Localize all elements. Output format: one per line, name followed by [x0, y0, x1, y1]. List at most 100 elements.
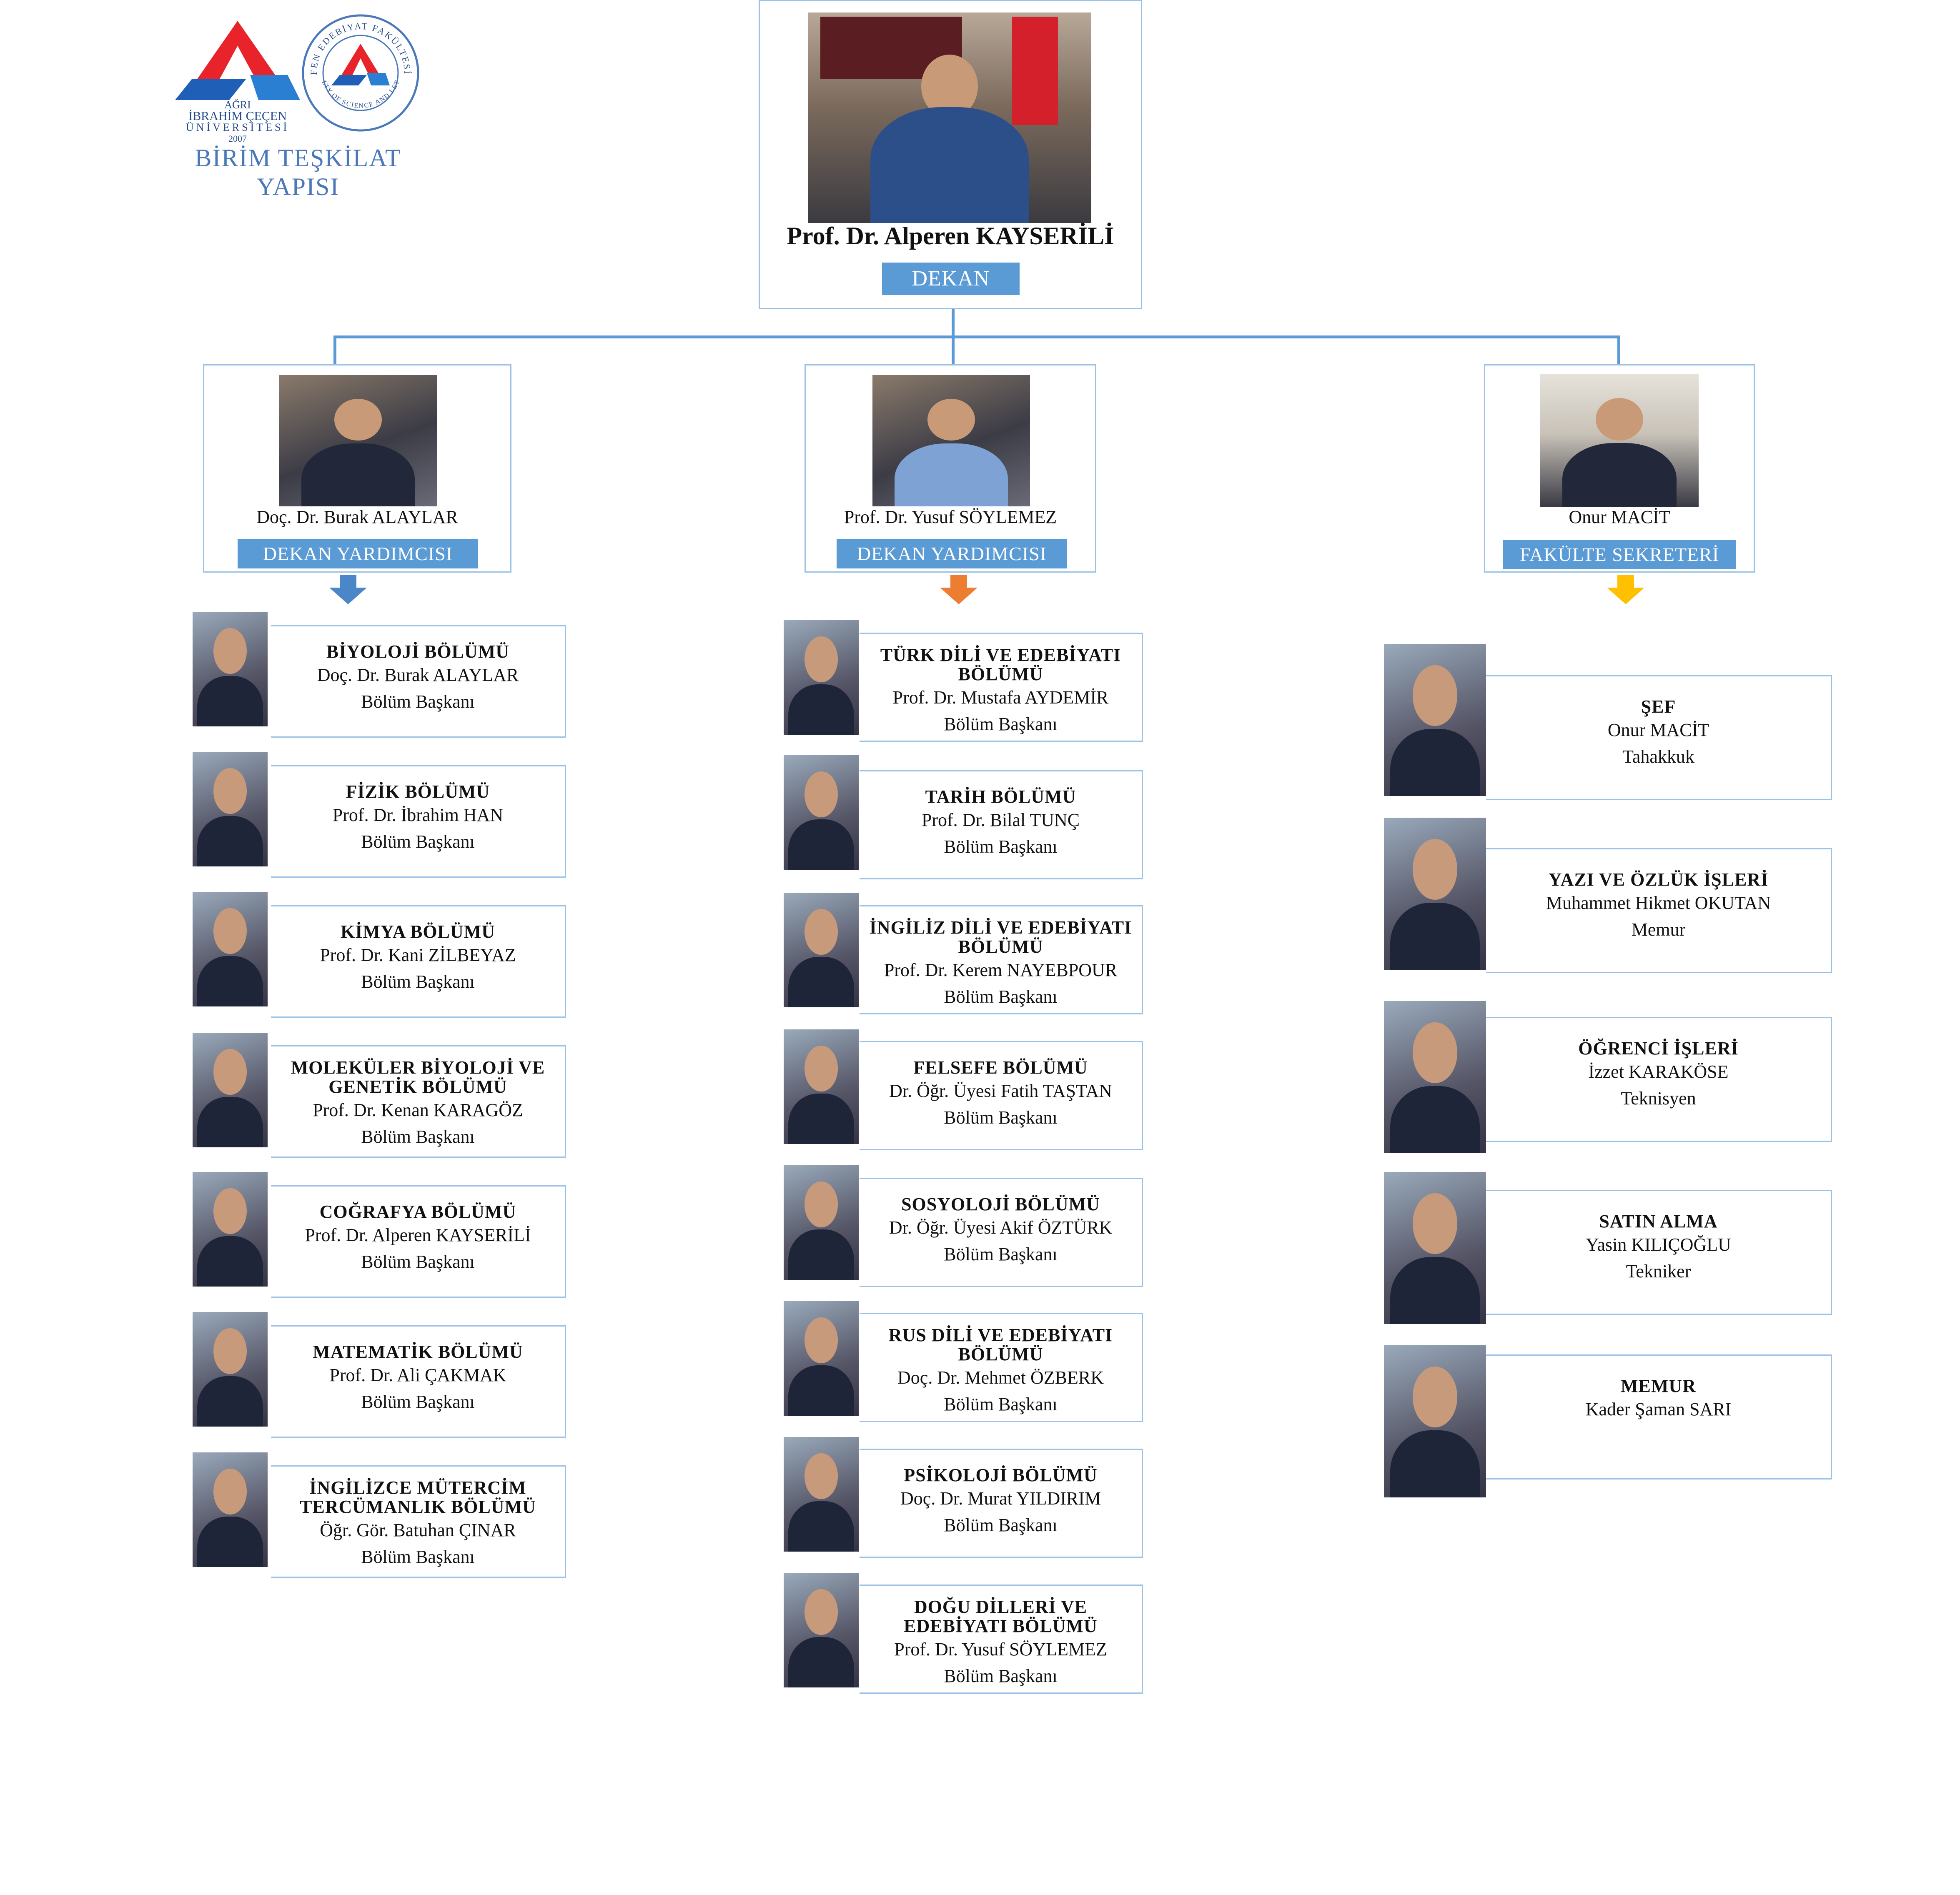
arrow-down-icon [329, 575, 367, 604]
person-photo [1384, 1001, 1486, 1153]
card-title: BÖLÜMÜ [958, 936, 1043, 957]
arrow-down-icon [1607, 575, 1644, 604]
card-person-name: Prof. Dr. Kani ZİLBEYAZ [320, 945, 516, 965]
university-name-line3: ÜNİVERSİTESİ [185, 121, 290, 133]
person-photo [193, 1312, 268, 1427]
card-title: TARİH BÖLÜMÜ [925, 786, 1076, 807]
leader-name-1: Doç. Dr. Burak ALAYLAR [256, 507, 458, 527]
card-title: BÖLÜMÜ [958, 664, 1043, 684]
university-logo-mark [175, 21, 300, 100]
card-person-name: Kader Şaman SARI [1585, 1399, 1732, 1419]
card-person-name: Dr. Öğr. Üyesi Fatih TAŞTAN [889, 1081, 1112, 1101]
card-person-role: Bölüm Başkanı [944, 1515, 1058, 1535]
card-person-role: Bölüm Başkanı [361, 691, 475, 712]
card-title: ŞEF [1641, 696, 1676, 717]
card-title: MATEMATİK BÖLÜMÜ [313, 1342, 523, 1362]
leader-photo-3 [1540, 374, 1699, 507]
dean-name: Prof. Dr. Alperen KAYSERİLİ [787, 222, 1114, 250]
card-title: YAZI VE ÖZLÜK İŞLERİ [1548, 869, 1769, 890]
person-photo [1384, 1345, 1486, 1497]
card-person-name: Prof. Dr. Yusuf SÖYLEMEZ [894, 1639, 1107, 1660]
leader-role-3: FAKÜLTE SEKRETERİ [1503, 540, 1736, 569]
letters-card: FELSEFE BÖLÜMÜ Dr. Öğr. Üyesi Fatih TAŞTA… [860, 1041, 1143, 1150]
card-title: TERCÜMANLIK BÖLÜMÜ [300, 1497, 536, 1517]
card-title: İNGİLİZ DİLİ VE EDEBİYATI [869, 917, 1132, 938]
card-title: FELSEFE BÖLÜMÜ [913, 1057, 1088, 1078]
card-title: MEMUR [1621, 1376, 1696, 1396]
university-name-line2: İBRAHİM ÇEÇEN [188, 109, 287, 123]
card-person-role: Bölüm Başkanı [361, 971, 475, 992]
leader-photo-1 [279, 375, 437, 506]
admin-card: ŞEF Onur MACİT Tahakkuk [1486, 675, 1832, 800]
university-logo: AĞRI İBRAHİM ÇEÇEN ÜNİVERSİTESİ 2007 [175, 17, 300, 144]
card-person-role: Teknisyen [1621, 1088, 1696, 1109]
card-person-role: Bölüm Başkanı [361, 831, 475, 852]
card-title: ÖĞRENCİ İŞLERİ [1578, 1038, 1739, 1059]
university-name-line1: AĞRI [224, 99, 251, 111]
card-person-name: Prof. Dr. Ali ÇAKMAK [329, 1365, 506, 1385]
admin-card: MEMUR Kader Şaman SARI [1486, 1354, 1832, 1479]
card-person-role: Bölüm Başkanı [944, 1107, 1058, 1128]
card-person-name: Onur MACİT [1607, 720, 1709, 740]
card-title: SATIN ALMA [1599, 1211, 1718, 1232]
card-person-name: Öğr. Gör. Batuhan ÇINAR [320, 1520, 516, 1540]
card-person-name: Dr. Öğr. Üyesi Akif ÖZTÜRK [889, 1217, 1113, 1238]
admin-card: YAZI VE ÖZLÜK İŞLERİ Muhammet Hikmet OKUT… [1486, 848, 1832, 973]
card-title: İNGİLİZCE MÜTERCİM [309, 1477, 526, 1498]
card-title: KİMYA BÖLÜMÜ [341, 921, 495, 942]
science-card: MATEMATİK BÖLÜMÜ Prof. Dr. Ali ÇAKMAK Bölü… [271, 1325, 566, 1438]
dean-photo [808, 13, 1091, 223]
card-person-name: Prof. Dr. Mustafa AYDEMİR [892, 687, 1109, 708]
person-photo [784, 1165, 859, 1280]
dean-role-label: DEKAN [882, 263, 1020, 295]
card-title: COĞRAFYA BÖLÜMÜ [319, 1202, 516, 1222]
card-person-name: Yasin KILIÇOĞLU [1586, 1234, 1731, 1255]
person-photo [784, 620, 859, 735]
connector-left-drop [333, 335, 336, 365]
leader-name-3: Onur MACİT [1569, 507, 1670, 527]
person-photo [193, 1033, 268, 1147]
letters-card: SOSYOLOJİ BÖLÜMÜ Dr. Öğr. Üyesi Akif ÖZTÜ… [860, 1178, 1143, 1287]
card-title: SOSYOLOJİ BÖLÜMÜ [901, 1194, 1100, 1214]
faculty-seal: FEN EDEBİYAT FAKÜLTESİ FACULTY OF SCIENC… [300, 13, 421, 133]
card-title: EDEBİYATI BÖLÜMÜ [904, 1616, 1098, 1636]
card-person-name: Prof. Dr. Kenan KARAGÖZ [313, 1100, 523, 1120]
university-founding-year: 2007 [228, 133, 247, 144]
card-person-name: Prof. Dr. Kerem NAYEBPOUR [884, 960, 1118, 980]
connector-dean-down [952, 308, 955, 337]
card-title: MOLEKÜLER BİYOLOJİ VE [291, 1057, 545, 1078]
card-person-name: Muhammet Hikmet OKUTAN [1546, 893, 1771, 913]
card-title: RUS DİLİ VE EDEBİYATI [888, 1325, 1113, 1345]
card-title: BÖLÜMÜ [958, 1344, 1043, 1364]
arrow-down-icon [940, 575, 977, 604]
card-person-role: Memur [1631, 919, 1686, 940]
card-person-role: Bölüm Başkanı [361, 1126, 475, 1147]
card-person-name: Doç. Dr. Burak ALAYLAR [317, 665, 519, 685]
connector-right-drop [1617, 335, 1620, 365]
person-photo [1384, 818, 1486, 970]
person-photo [193, 1452, 268, 1567]
leader-role-1: DEKAN YARDIMCISI [238, 539, 478, 568]
card-person-role: Tekniker [1626, 1261, 1691, 1282]
card-person-role: Bölüm Başkanı [361, 1392, 475, 1412]
card-title: FİZİK BÖLÜMÜ [346, 781, 490, 802]
person-photo [193, 752, 268, 866]
card-person-name: İzzet KARAKÖSE [1588, 1061, 1729, 1082]
person-photo [1384, 1172, 1486, 1324]
card-person-name: Prof. Dr. Bilal TUNÇ [921, 810, 1080, 830]
card-person-role: Tahakkuk [1622, 746, 1694, 767]
leader-photo-2 [872, 375, 1030, 506]
leader-role-2: DEKAN YARDIMCISI [837, 539, 1067, 568]
person-photo [193, 892, 268, 1006]
person-photo [784, 1301, 859, 1416]
card-person-role: Bölüm Başkanı [944, 714, 1058, 734]
card-person-role: Bölüm Başkanı [944, 1666, 1058, 1686]
